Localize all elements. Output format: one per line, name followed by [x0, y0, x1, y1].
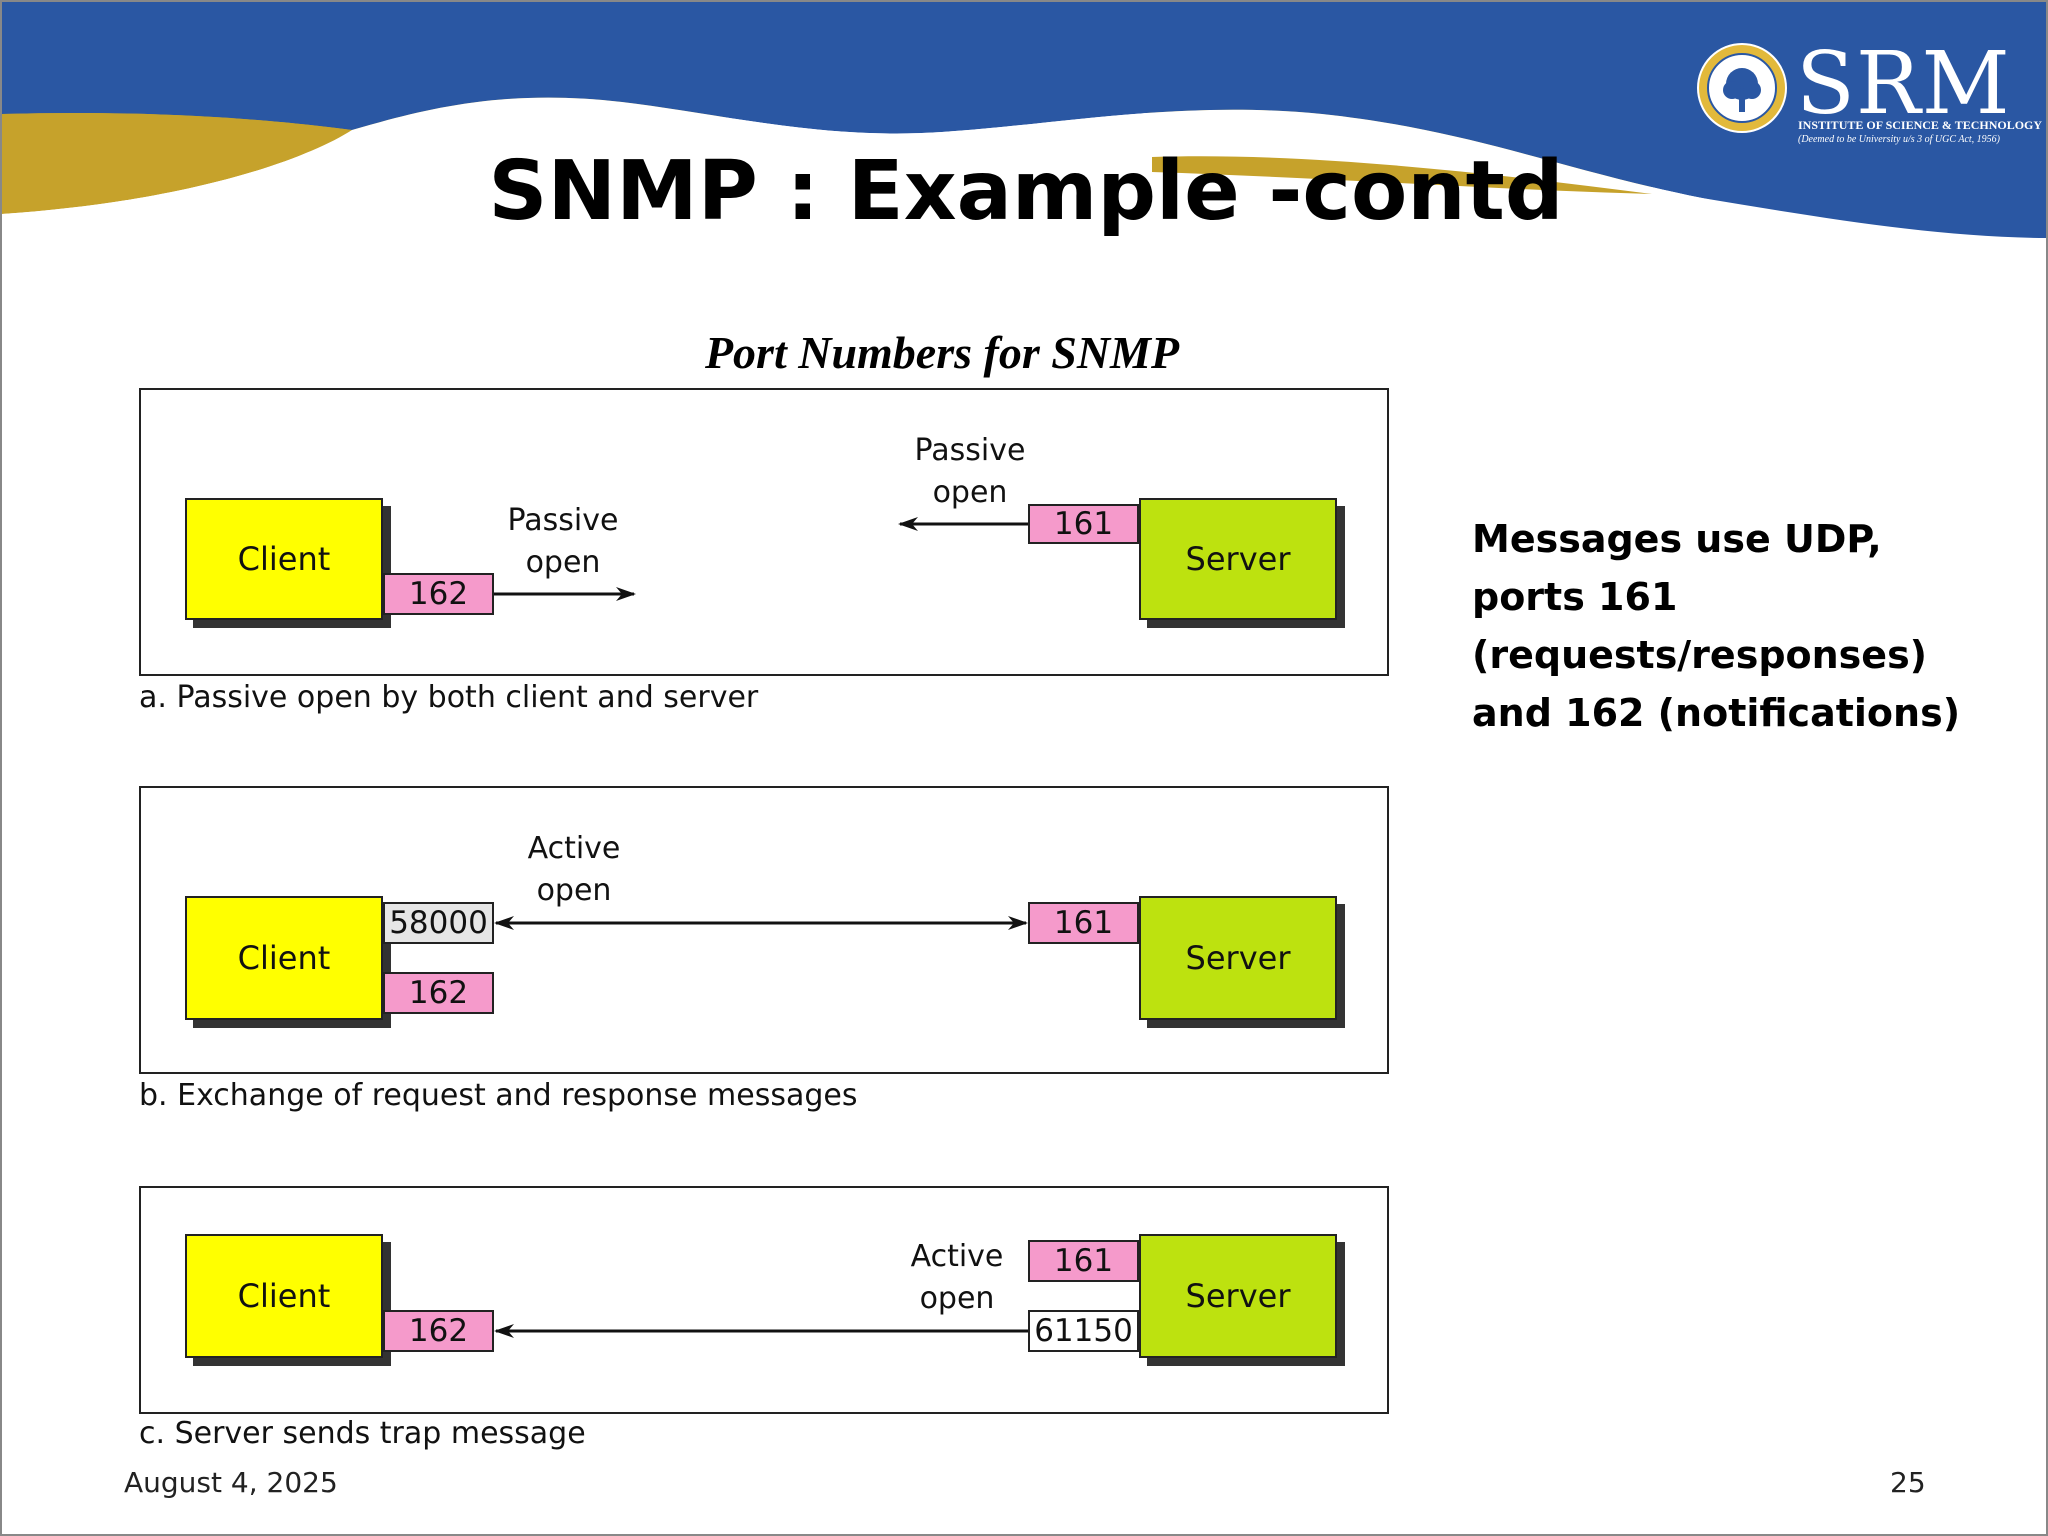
label-line: open	[525, 545, 601, 580]
label-line: open	[932, 475, 1008, 510]
panel-c-caption: c. Server sends trap message	[139, 1416, 586, 1451]
client-port-162: 162	[383, 1310, 494, 1352]
client-box: Client	[185, 896, 383, 1020]
panel-a-caption: a. Passive open by both client and serve…	[139, 680, 759, 715]
active-open-label: Active open	[882, 1236, 1032, 1320]
client-box: Client	[185, 498, 383, 620]
server-port-161: 161	[1028, 504, 1139, 544]
footer-date: August 4, 2025	[124, 1466, 338, 1499]
label-line: Passive	[914, 433, 1026, 468]
server-box: Server	[1139, 498, 1337, 620]
server-box: Server	[1139, 1234, 1337, 1358]
panel-b-caption: b. Exchange of request and response mess…	[139, 1078, 858, 1113]
server-port-161: 161	[1028, 1240, 1139, 1282]
srm-logo: SRM INSTITUTE OF SCIENCE & TECHNOLOGY (D…	[1696, 34, 2042, 148]
label-line: Passive	[507, 503, 619, 538]
passive-open-label-left: Passive open	[488, 500, 638, 584]
page-number: 25	[1890, 1466, 1926, 1499]
label-line: open	[919, 1281, 995, 1316]
figure-title: Port Numbers for SNMP	[704, 327, 1180, 378]
client-port-162: 162	[383, 573, 494, 615]
side-note: Messages use UDP, ports 161 (requests/re…	[1472, 517, 1961, 735]
server-box: Server	[1139, 896, 1337, 1020]
server-port-161: 161	[1028, 902, 1139, 944]
server-port-61150: 61150	[1028, 1310, 1139, 1352]
client-port-162: 162	[383, 972, 494, 1014]
header-wave	[2, 2, 2046, 262]
slide-title: SNMP : Example -contd	[488, 144, 1564, 239]
client-box: Client	[185, 1234, 383, 1358]
label-line: Active	[910, 1239, 1004, 1274]
logo-subtitle: INSTITUTE OF SCIENCE & TECHNOLOGY	[1798, 118, 2043, 132]
logo-name: SRM	[1796, 34, 2011, 134]
label-line: Active	[527, 831, 621, 866]
client-port-58000: 58000	[383, 902, 494, 944]
active-open-label: Active open	[499, 828, 649, 912]
label-line: open	[536, 873, 612, 908]
logo-tagline: (Deemed to be University u/s 3 of UGC Ac…	[1798, 134, 2000, 145]
passive-open-label-right: Passive open	[895, 430, 1045, 514]
institute-seal-icon	[1697, 43, 1787, 133]
